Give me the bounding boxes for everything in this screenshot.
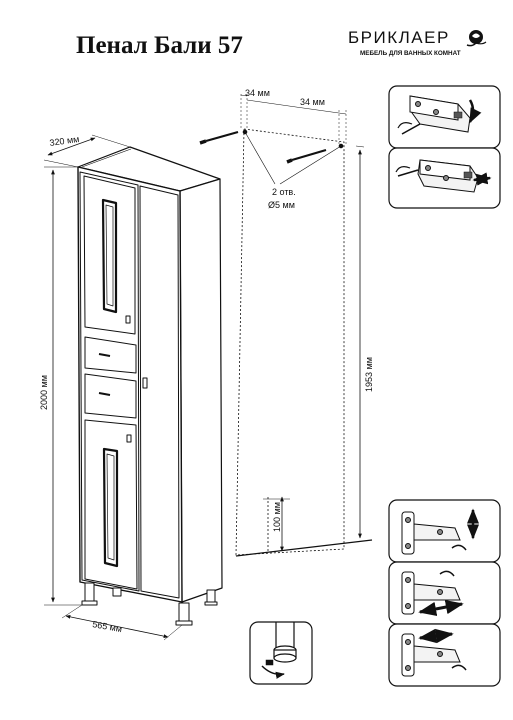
rose-logo-icon [466, 30, 487, 47]
mount-height-label: 1953 мм [364, 357, 374, 392]
depth-label: 320 мм [49, 134, 80, 148]
hole-diameter-label: Ø5 мм [268, 200, 295, 210]
hole-offset-right-label: 34 мм [300, 97, 325, 107]
width-dimension [61, 604, 183, 641]
wall-mount-drawing [199, 94, 373, 557]
hole-count-label: 2 отв. [272, 187, 296, 197]
hinge-depth-adjust-icon [388, 623, 501, 687]
depth-dimension [43, 134, 131, 168]
height-label: 2000 мм [39, 375, 49, 410]
brand-logo: БРИКЛАЕР МЕБЕЛЬ ДЛЯ ВАННЫХ КОМНАТ [348, 26, 498, 66]
floor-offset-label: 100 мм [272, 502, 282, 532]
brand-tagline: МЕБЕЛЬ ДЛЯ ВАННЫХ КОМНАТ [360, 50, 461, 57]
width-label: 565 мм [92, 619, 123, 634]
shelf-bracket-adjust-icon [388, 85, 501, 149]
hinge-vertical-adjust-icon [388, 499, 501, 563]
height-dimension [44, 166, 82, 606]
hole-offset-left-label: 34 мм [245, 88, 270, 98]
page-title: Пенал Бали 57 [76, 32, 243, 59]
cabinet-drawing [77, 146, 223, 626]
shelf-bracket-depth-icon [388, 147, 501, 209]
leg-height-adjust-icon [249, 621, 313, 685]
brand-name: БРИКЛАЕР [348, 28, 450, 47]
hinge-lateral-adjust-icon [388, 561, 501, 625]
